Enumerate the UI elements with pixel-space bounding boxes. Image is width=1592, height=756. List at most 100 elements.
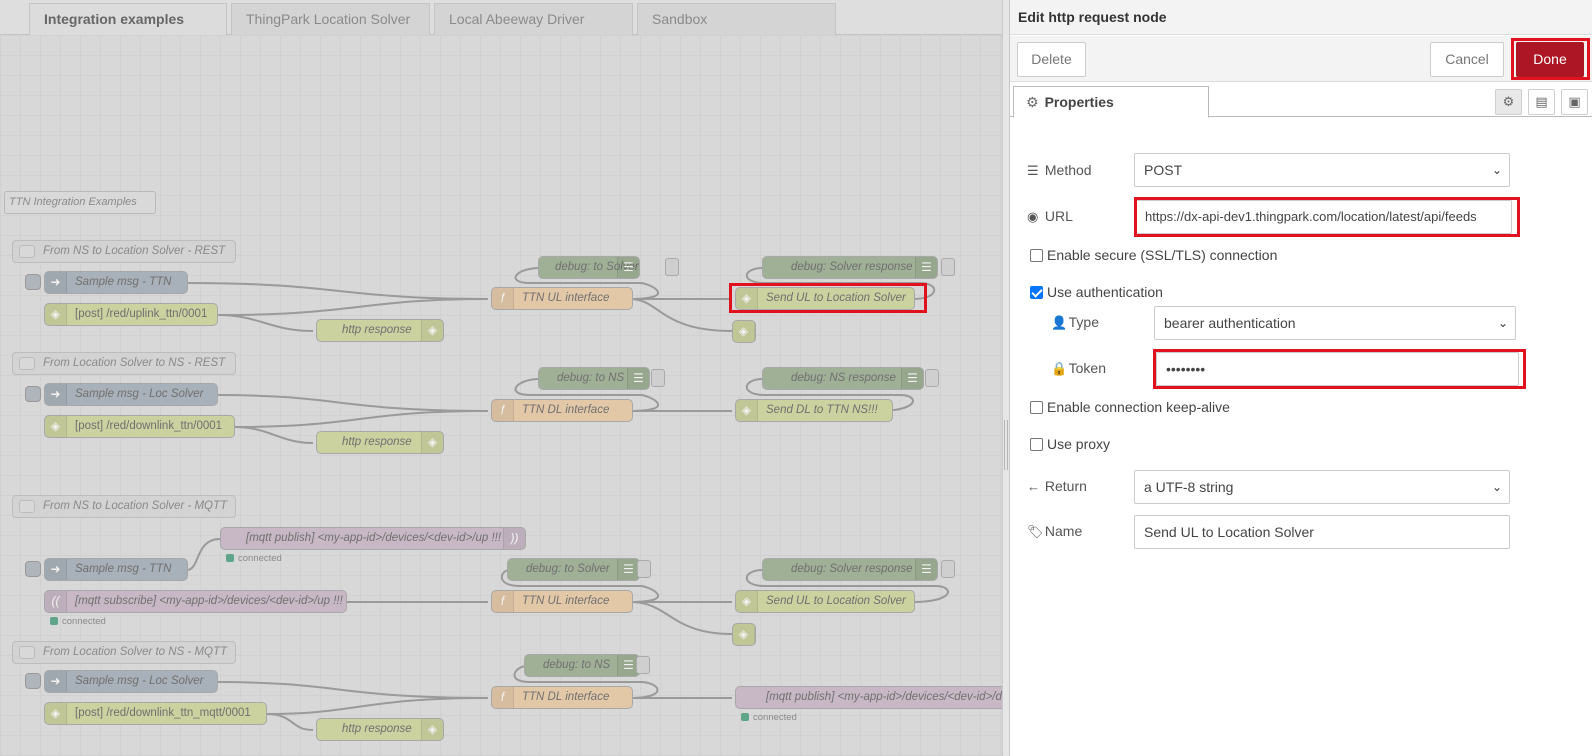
globe-icon: ◈ [45,304,67,325]
auth-checkbox[interactable] [1030,286,1043,299]
globe-icon: ◈ [421,719,443,740]
splitter-grip-icon [1004,420,1008,470]
tab-local-abeeway-driver[interactable]: Local Abeeway Driver [434,3,633,35]
group-label[interactable]: TTN Integration Examples [4,191,156,214]
debug-toggle-button[interactable] [941,258,955,276]
comment-icon [19,646,35,659]
proxy-checkbox-row[interactable]: Use proxy [1030,435,1110,453]
tls-checkbox-row[interactable]: Enable secure (SSL/TLS) connection [1030,246,1277,264]
proxy-checkbox[interactable] [1030,438,1043,451]
gear-icon: ⚙ [1026,94,1039,110]
debug-toggle-button[interactable] [636,656,650,674]
done-button[interactable]: Done [1516,42,1584,77]
auth-type-select[interactable]: bearer authentication⌄ [1154,306,1516,340]
tab-thingpark-location-solver[interactable]: ThingPark Location Solver [231,3,430,35]
comment-node[interactable]: From NS to Location Solver - MQTT [12,495,236,518]
debug-toggle-button[interactable] [637,560,651,578]
chevron-down-icon: ⌄ [1491,163,1502,177]
mqtt-out-node-up[interactable]: [mqtt publish] <my-app-id>/devices/<dev-… [220,527,526,550]
description-doc-icon[interactable]: ▤ [1528,89,1555,115]
appearance-frame-icon[interactable]: ▣ [1561,89,1588,115]
list-icon: ☰ [915,257,937,278]
return-label: ← Return [1027,476,1087,497]
flow-workspace[interactable]: Integration examples ThingPark Location … [0,0,1002,756]
catch-output-node[interactable]: ◈ [732,320,756,343]
inject-node-sample-ttn[interactable]: ➜Sample msg - TTN [44,271,188,294]
keepalive-checkbox[interactable] [1030,401,1043,414]
tab-integration-examples[interactable]: Integration examples [29,3,227,36]
debug-node-to-solver[interactable]: debug: to Solver☰ [507,558,640,581]
panel-splitter[interactable] [1002,0,1009,756]
tag-icon: 🏷 [1027,524,1044,539]
delete-button[interactable]: Delete [1017,42,1086,77]
url-input[interactable]: https://dx-api-dev1.thingpark.com/locati… [1135,200,1512,234]
debug-toggle-button[interactable] [651,369,665,387]
inject-trigger-button[interactable] [25,386,41,402]
debug-node-to-ns[interactable]: debug: to NS☰ [524,654,640,677]
debug-node-ns-response[interactable]: debug: NS response☰ [762,367,924,390]
method-select[interactable]: POST⌄ [1134,153,1510,187]
tls-checkbox[interactable] [1030,249,1043,262]
tab-sandbox[interactable]: Sandbox [637,3,836,35]
debug-toggle-button[interactable] [665,258,679,276]
flow-tab-bar: Integration examples ThingPark Location … [0,0,1002,36]
cancel-button[interactable]: Cancel [1430,42,1504,77]
comment-label: From Location Solver to NS - MQTT [43,646,228,658]
http-in-node-downlink-mqtt[interactable]: ◈[post] /red/downlink_ttn_mqtt/0001 [44,702,267,725]
status-connected: connected [226,553,282,564]
function-icon: f [492,687,514,708]
http-in-node-downlink[interactable]: ◈[post] /red/downlink_ttn/0001 [44,415,235,438]
inject-trigger-button[interactable] [25,673,41,689]
comment-node[interactable]: From NS to Location Solver - REST [12,240,236,263]
tab-properties[interactable]: ⚙Properties [1013,86,1209,118]
inject-trigger-button[interactable] [25,561,41,577]
tray-title: Edit http request node [1010,0,1592,35]
http-request-node-send-ul[interactable]: ◈Send UL to Location Solver [735,590,915,613]
mqtt-in-node-up[interactable]: (([mqtt subscribe] <my-app-id>/devices/<… [44,590,347,613]
http-request-node-send-ul[interactable]: ◈Send UL to Location Solver [735,287,915,310]
auth-checkbox-row[interactable]: Use authentication [1030,283,1163,301]
inject-node-sample-loc-solver[interactable]: ➜Sample msg - Loc Solver [44,383,218,406]
http-request-node-send-dl[interactable]: ◈Send DL to TTN NS!!! [735,399,893,422]
http-response-node[interactable]: http response◈ [316,319,444,342]
debug-node-solver-response[interactable]: debug: Solver response☰ [762,558,938,581]
inject-trigger-button[interactable] [25,274,41,290]
debug-node-to-solver[interactable]: debug: to Solver☰ [538,256,640,279]
http-response-node[interactable]: http response◈ [316,431,444,454]
arrow-right-icon: ➜ [45,559,67,580]
token-input[interactable]: •••••••• [1156,352,1519,386]
globe-icon: ◈ [736,288,758,309]
http-response-node[interactable]: http response◈ [316,718,444,741]
settings-gear-icon[interactable]: ⚙ [1495,89,1522,115]
debug-toggle-button[interactable] [925,369,939,387]
arrow-right-icon: ➜ [45,272,67,293]
arrow-right-icon: ➜ [45,384,67,405]
highlight-token [1153,349,1526,389]
catch-output-node[interactable]: ◈ [732,623,756,646]
inject-node-sample-loc-solver[interactable]: ➜Sample msg - Loc Solver [44,670,218,693]
comment-node[interactable]: From Location Solver to NS - REST [12,352,236,375]
lock-icon: 🔒 [1051,361,1068,376]
arrow-left-icon: ← [1027,479,1040,494]
tray-tabs: ⚙Properties ⚙ ▤ ▣ [1010,83,1592,118]
comment-label: From Location Solver to NS - REST [43,357,226,369]
comment-node[interactable]: From Location Solver to NS - MQTT [12,641,236,664]
globe-icon: ◉ [1027,209,1039,224]
mqtt-out-node-down[interactable]: [mqtt publish] <my-app-id>/devices/<dev-… [735,686,1002,709]
keepalive-checkbox-row[interactable]: Enable connection keep-alive [1030,398,1230,416]
inject-node-sample-ttn[interactable]: ➜Sample msg - TTN [44,558,188,581]
list-icon: ☰ [627,368,649,389]
debug-toggle-button[interactable] [941,560,955,578]
comment-label: From NS to Location Solver - MQTT [43,500,228,512]
return-select[interactable]: a UTF-8 string⌄ [1134,470,1510,504]
name-input[interactable]: Send UL to Location Solver [1134,515,1510,549]
highlight-done-button [1511,38,1590,80]
debug-node-to-ns[interactable]: debug: to NS☰ [538,367,650,390]
debug-node-solver-response[interactable]: debug: Solver response☰ [762,256,938,279]
function-icon: f [492,591,514,612]
http-in-node-uplink[interactable]: ◈[post] /red/uplink_ttn/0001 [44,303,218,326]
